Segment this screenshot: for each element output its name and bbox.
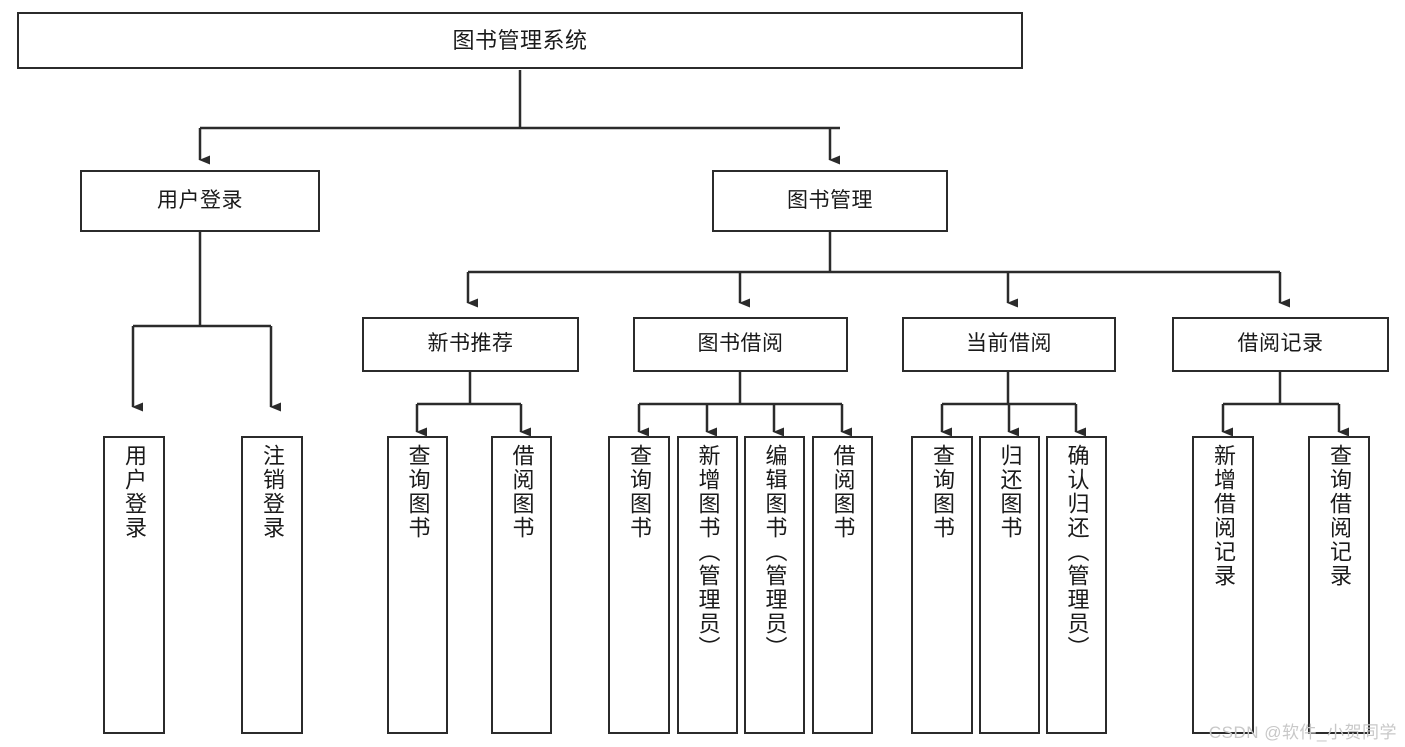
watermark-text: CSDN @软件_小贺同学	[1208, 723, 1397, 742]
leaf-borrow-book-1-label: 借阅图书	[509, 444, 535, 540]
leaf-query-book-1[interactable]: 查询图书	[387, 436, 448, 734]
node-root-label: 图书管理系统	[452, 27, 588, 53]
leaf-edit-book-label: 编辑图书（管理员）	[762, 444, 788, 660]
leaf-query-book-3-label: 查询图书	[930, 444, 955, 540]
node-book-manage[interactable]: 图书管理	[712, 170, 948, 232]
leaf-return-book[interactable]: 归还图书	[979, 436, 1040, 734]
leaf-borrow-book-1[interactable]: 借阅图书	[491, 436, 552, 734]
leaf-query-record[interactable]: 查询借阅记录	[1308, 436, 1370, 734]
leaf-add-record[interactable]: 新增借阅记录	[1192, 436, 1254, 734]
leaf-query-book-2[interactable]: 查询图书	[608, 436, 670, 734]
leaf-add-book-label: 新增图书（管理员）	[695, 444, 721, 660]
leaf-logout[interactable]: 注销登录	[241, 436, 303, 734]
leaf-user-login-label: 用户登录	[122, 444, 147, 540]
leaf-query-book-1-label: 查询图书	[405, 444, 431, 540]
leaf-return-book-label: 归还图书	[997, 444, 1023, 540]
node-borrow-record-label: 借阅记录	[1237, 332, 1324, 356]
node-borrow-record[interactable]: 借阅记录	[1172, 317, 1389, 372]
node-current-borrow[interactable]: 当前借阅	[902, 317, 1116, 372]
node-new-book-recommend-label: 新书推荐	[427, 332, 514, 356]
node-book-borrow[interactable]: 图书借阅	[633, 317, 848, 372]
leaf-query-book-3[interactable]: 查询图书	[911, 436, 973, 734]
leaf-add-record-label: 新增借阅记录	[1211, 444, 1236, 588]
leaf-borrow-book-2[interactable]: 借阅图书	[812, 436, 873, 734]
leaf-add-book[interactable]: 新增图书（管理员）	[677, 436, 738, 734]
node-current-borrow-label: 当前借阅	[966, 332, 1052, 356]
node-user-login[interactable]: 用户登录	[80, 170, 320, 232]
node-new-book-recommend[interactable]: 新书推荐	[362, 317, 579, 372]
leaf-user-login[interactable]: 用户登录	[103, 436, 165, 734]
node-book-manage-label: 图书管理	[787, 188, 873, 212]
node-book-borrow-label: 图书借阅	[697, 332, 784, 356]
node-user-login-label: 用户登录	[157, 188, 243, 212]
leaf-confirm-return[interactable]: 确认归还（管理员）	[1046, 436, 1107, 734]
leaf-borrow-book-2-label: 借阅图书	[830, 444, 856, 540]
leaf-query-book-2-label: 查询图书	[627, 444, 652, 540]
node-root[interactable]: 图书管理系统	[17, 12, 1023, 69]
leaf-query-record-label: 查询借阅记录	[1327, 444, 1352, 588]
leaf-confirm-return-label: 确认归还（管理员）	[1064, 444, 1090, 660]
leaf-logout-label: 注销登录	[260, 444, 285, 540]
leaf-edit-book[interactable]: 编辑图书（管理员）	[744, 436, 805, 734]
